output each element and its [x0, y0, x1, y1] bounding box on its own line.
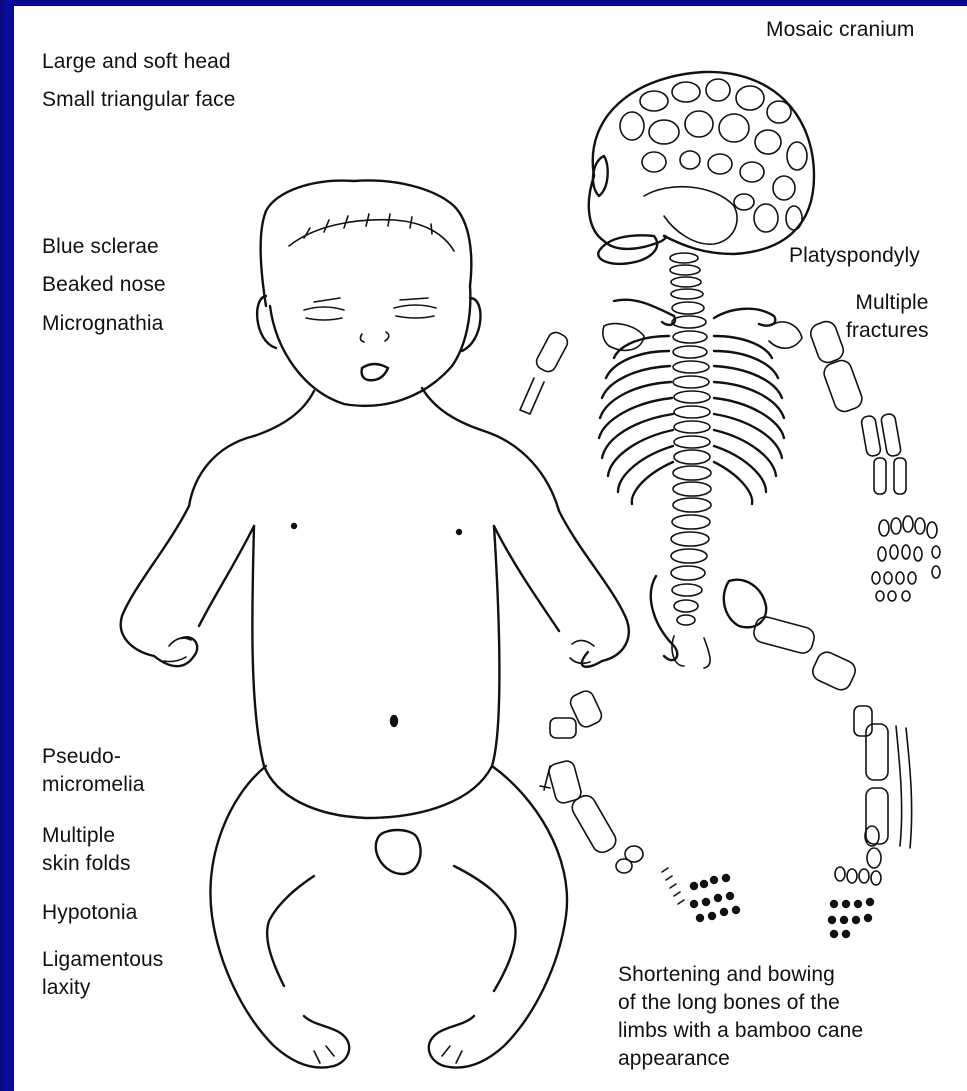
- infant-and-skeleton-drawing: [14, 6, 967, 1091]
- infant-figure: [121, 180, 629, 1067]
- label-mosaic-cranium: Mosaic cranium: [766, 16, 914, 44]
- label-beaked-nose: Beaked nose: [42, 271, 166, 299]
- label-shortening-bowing: Shortening and bowing of the long bones …: [618, 961, 863, 1073]
- label-micrognathia: Micrognathia: [42, 310, 163, 338]
- illustration-panel: Mosaic cranium Large and soft head Small…: [14, 6, 967, 1091]
- label-platyspondyly: Platyspondyly: [789, 242, 920, 270]
- label-blue-sclerae: Blue sclerae: [42, 233, 159, 261]
- label-small-triangular-face: Small triangular face: [42, 86, 236, 114]
- label-hypotonia: Hypotonia: [42, 899, 137, 927]
- label-large-soft-head: Large and soft head: [42, 48, 231, 76]
- label-ligamentous-laxity: Ligamentous laxity: [42, 946, 163, 1002]
- label-multiple-skin-folds: Multiple skin folds: [42, 822, 131, 878]
- label-pseudo-micromelia: Pseudo- micromelia: [42, 743, 145, 799]
- skeleton-figure: [520, 72, 940, 937]
- label-multiple-fractures: Multiple fractures: [846, 289, 929, 345]
